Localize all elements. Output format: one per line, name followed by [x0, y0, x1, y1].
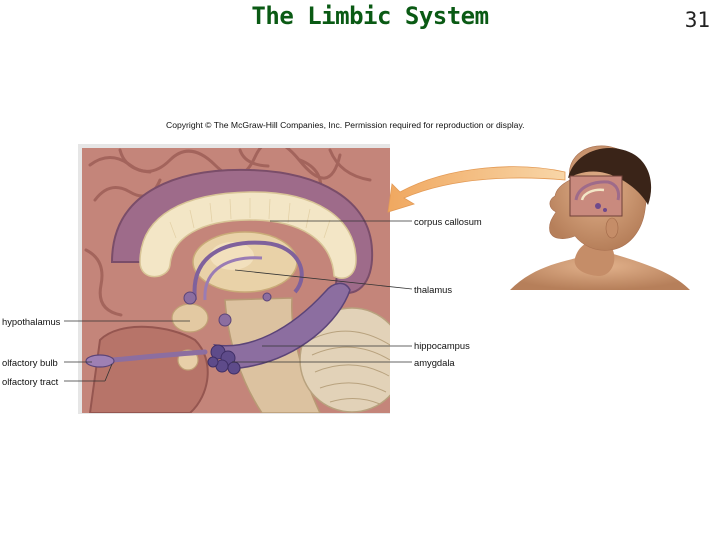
pointer-arrow: [387, 166, 566, 213]
label-amygdala: amygdala: [414, 357, 455, 368]
slide-title: The Limbic System: [251, 2, 489, 30]
label-corpus-callosum: corpus callosum: [414, 216, 482, 227]
brain-sagittal-section: [82, 148, 390, 413]
label-olfactory-tract: olfactory tract: [2, 376, 59, 387]
label-hippocampus: hippocampus: [414, 340, 470, 351]
label-leader-lines: [64, 220, 413, 382]
label-thalamus: thalamus: [414, 284, 453, 295]
head-profile-illustration: [510, 145, 690, 290]
label-hypothalamus: hypothalamus: [2, 316, 61, 327]
copyright-notice: Copyright © The McGraw-Hill Companies, I…: [166, 120, 525, 130]
slide-number: 31: [684, 8, 710, 32]
label-olfactory-bulb: olfactory bulb: [2, 357, 58, 368]
